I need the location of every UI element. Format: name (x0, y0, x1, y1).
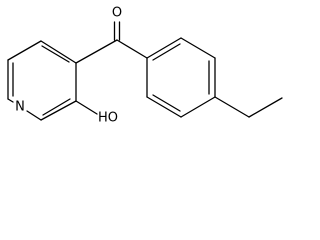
pyridine-bond-1-inner (41, 45, 70, 63)
carbonyl-oxygen-label: O (112, 6, 122, 21)
chemical-structure-diagram: O N HO (7, 6, 283, 126)
pyridine-bond-5 (26, 110, 42, 121)
ethyl-bond-2 (248, 97, 283, 118)
pyridine-bond-6-inner (42, 98, 71, 116)
phenyl-bond-1 (146, 37, 182, 59)
carbonyl-group (75, 21, 148, 64)
pyridine-bond-6 (40, 100, 77, 121)
carbonyl-to-phenyl-bond (116, 39, 148, 59)
phenyl-bond-5-inner (152, 94, 181, 112)
phenyl-bond-2 (180, 37, 216, 59)
phenyl-bond-4 (180, 96, 216, 118)
pyridine-bond-4 (7, 98, 14, 103)
phenyl-bond-5 (146, 96, 182, 118)
hydroxyl-bond (75, 100, 98, 115)
pyridine-bond-2 (7, 40, 42, 61)
pyridine-ring (7, 40, 98, 121)
ethyl-group (214, 96, 283, 118)
hydroxyl-label: HO (98, 111, 118, 126)
phenyl-bond-1-inner (152, 43, 181, 61)
pyridine-bond-1 (40, 40, 77, 64)
pyridine-nitrogen-label: N (15, 100, 25, 115)
carbonyl-to-pyridine-bond (75, 39, 118, 64)
ethyl-bond-1 (214, 96, 250, 118)
phenyl-ring (146, 37, 216, 118)
